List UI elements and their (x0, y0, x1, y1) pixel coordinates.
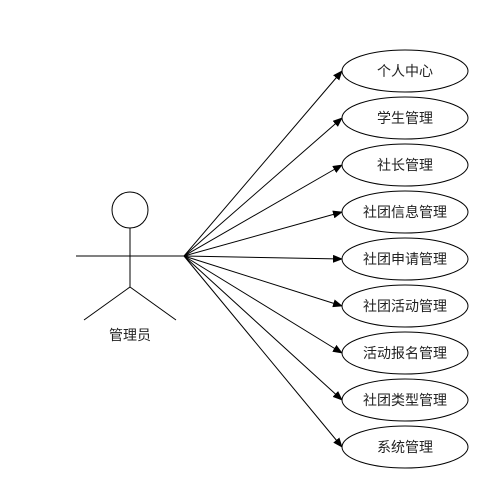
use-case-label: 系统管理 (377, 440, 433, 456)
actor-right-leg (129, 286, 177, 321)
use-case-label: 学生管理 (377, 111, 433, 127)
association-arrow (183, 255, 343, 448)
association-arrow (183, 210, 343, 257)
actor: 管理员 (76, 191, 184, 344)
actor-head (111, 191, 149, 229)
use-case-label: 社团申请管理 (363, 252, 447, 268)
use-case-ellipse (341, 237, 469, 281)
use-case-ellipse (341, 49, 469, 93)
use-case-label: 社长管理 (377, 158, 433, 174)
use-case-ellipse (341, 425, 469, 469)
use-case-label: 个人中心 (377, 64, 433, 80)
use-case: 活动报名管理 (341, 331, 469, 375)
use-case: 社团类型管理 (341, 378, 469, 422)
use-case-label: 社团信息管理 (363, 204, 447, 221)
use-case-list: 个人中心学生管理社长管理社团信息管理社团申请管理社团活动管理活动报名管理社团类型… (341, 49, 469, 469)
use-case: 社团活动管理 (341, 284, 469, 328)
use-case: 社团信息管理 (341, 190, 469, 234)
association-arrow (183, 255, 343, 401)
use-case-ellipse (341, 284, 469, 328)
use-case-ellipse (341, 143, 469, 187)
association-arrow (183, 164, 343, 257)
use-case: 学生管理 (341, 96, 469, 140)
use-case: 系统管理 (341, 425, 469, 469)
actor-label: 管理员 (109, 328, 151, 344)
association-arrow (183, 255, 343, 308)
use-case-ellipse (341, 378, 469, 422)
use-case: 个人中心 (341, 49, 469, 93)
actor-left-leg (83, 286, 131, 321)
use-case-ellipse (341, 190, 469, 234)
use-case-label: 活动报名管理 (363, 346, 447, 362)
association-arrow (183, 70, 343, 257)
association-arrows (183, 70, 343, 448)
use-case: 社团申请管理 (341, 237, 469, 281)
use-case-label: 社团活动管理 (363, 299, 447, 315)
use-case: 社长管理 (341, 143, 469, 187)
association-arrow (183, 254, 343, 263)
association-arrow (183, 117, 343, 257)
use-case-label: 社团类型管理 (363, 393, 447, 409)
association-arrow (183, 255, 343, 354)
use-case-ellipse (341, 96, 469, 140)
use-case-ellipse (341, 331, 469, 375)
